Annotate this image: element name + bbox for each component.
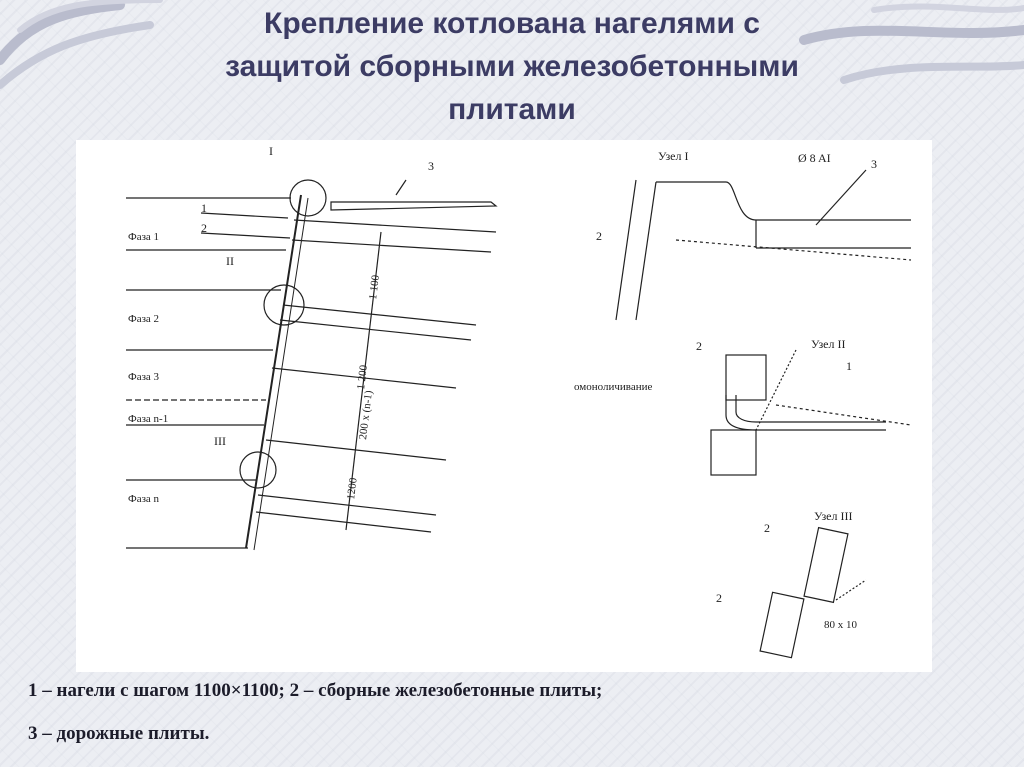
title-line-3: плитами [448, 93, 576, 126]
title-line-1: Крепление котлована нагелями с [264, 7, 760, 40]
callout-2: 2 [201, 221, 207, 235]
leader-2 [200, 232, 291, 239]
dimension-line [345, 231, 382, 531]
node-marker-iii: III [214, 434, 226, 448]
node-i-callout-3: 3 [871, 157, 877, 171]
leader-1 [200, 212, 289, 219]
node-circle-1 [289, 179, 327, 217]
drawing-canvas: Фаза 1 Фаза 2 Фаза 3 Фаза n-1 Фаза n I I… [126, 144, 912, 659]
nail-1 [293, 219, 497, 233]
nail-3 [282, 304, 477, 326]
phase-label-1: Фаза 1 [128, 231, 159, 243]
dimension-1200-bottom: 1200 [345, 477, 360, 501]
node-i-title: Узел I [658, 149, 689, 163]
node-iii-dim: 80 x 10 [824, 619, 858, 631]
nail-2 [291, 239, 492, 253]
node-ii-title: Узел II [811, 337, 846, 351]
dimension-step: 200 x (n-1) [357, 389, 375, 440]
decorative-swirl-left [0, 0, 163, 89]
phase-label-5: Фаза n [128, 493, 160, 505]
nail-4 [279, 319, 472, 341]
node-i-spec: Ø 8 AI [798, 151, 831, 165]
node-i-callout-2: 2 [596, 229, 602, 243]
node-iii-callout-2a: 2 [764, 521, 770, 535]
node-ii-label: омоноличивание [574, 381, 652, 393]
node-circle-3 [239, 451, 277, 489]
node-iii-title: Узел III [814, 509, 852, 523]
node-i-detail [615, 169, 912, 321]
retaining-wall-inner [253, 197, 309, 551]
dimension-1100: 1 100 [367, 274, 382, 301]
node-ii-callout-1: 1 [846, 359, 852, 373]
phase-label-4: Фаза n-1 [128, 413, 168, 425]
page-title: Крепление котлована нагелями с защитой с… [90, 2, 934, 131]
title-line-2: защитой сборными железобетонными [225, 50, 799, 83]
decorative-swirl-right [799, 3, 1024, 84]
leader-3 [395, 179, 407, 196]
nail-8 [255, 511, 432, 533]
node-ii-detail [710, 349, 912, 476]
phase-label-2: Фаза 2 [128, 313, 159, 325]
nail-7 [257, 494, 437, 516]
dimension-1200: 1 200 [355, 364, 370, 391]
node-ii-callout-2: 2 [696, 339, 702, 353]
retaining-wall [245, 194, 302, 549]
legend-line-1: 1 – нагели с шагом 1100×1100; 2 – сборны… [28, 680, 603, 701]
node-marker-ii: II [226, 254, 234, 268]
road-slab [330, 201, 498, 211]
engineering-drawing: Фаза 1 Фаза 2 Фаза 3 Фаза n-1 Фаза n I I… [76, 140, 932, 672]
legend-line-2: 3 – дорожные плиты. [28, 723, 210, 744]
callout-3: 3 [428, 159, 434, 173]
node-circle-2 [263, 284, 305, 326]
phase-label-3: Фаза 3 [128, 371, 160, 383]
node-marker-i: I [269, 144, 273, 158]
callout-1: 1 [201, 201, 207, 215]
node-iii-callout-2b: 2 [716, 591, 722, 605]
node-iii-detail [759, 526, 867, 659]
